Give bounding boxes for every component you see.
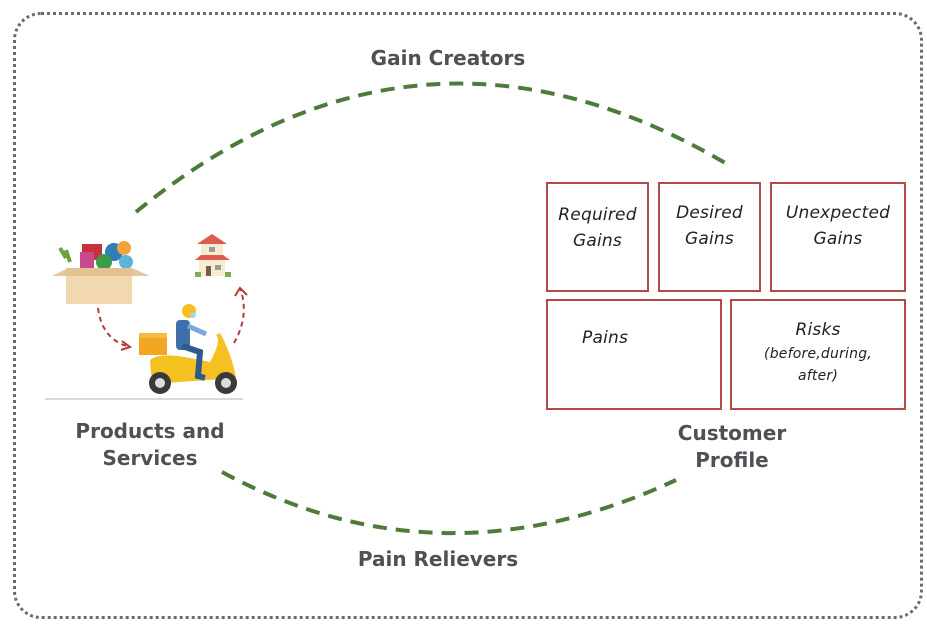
arrow-to-scooter: [97, 307, 131, 348]
box-text: Gains: [813, 229, 863, 249]
risks-box: Risks (before,during, after): [730, 299, 906, 410]
box-text: Pains: [582, 328, 629, 348]
arrowhead-icon: [120, 340, 133, 351]
customer-label-line1: Customer: [677, 421, 787, 445]
arrow-to-house: [233, 287, 245, 344]
pains-box: Pains: [546, 299, 722, 410]
box-text: Gains: [685, 229, 734, 249]
gain-creators-label: Gain Creators: [370, 46, 526, 70]
required-gains-box: Required Gains: [546, 182, 649, 292]
desired-gains-box: Desired Gains: [658, 182, 761, 292]
pain-relievers-arc: [221, 470, 677, 536]
products-label-line2: Services: [102, 446, 198, 470]
box-text: Desired: [676, 203, 743, 223]
products-and-services-label: Products and Services: [50, 418, 250, 472]
customer-profile-label: Customer Profile: [632, 420, 832, 474]
diagram-frame: [13, 12, 923, 619]
box-text: Required: [558, 205, 637, 225]
customer-label-line2: Profile: [695, 448, 769, 472]
box-text: Risks: [795, 320, 841, 340]
gain-creators-arc: [134, 81, 734, 214]
box-text: after): [797, 368, 839, 384]
unexpected-gains-box: Unexpected Gains: [770, 182, 906, 292]
box-of-goods-icon: [52, 241, 150, 304]
house-icon: [195, 234, 231, 277]
box-text: (before,during,: [764, 346, 872, 362]
products-label-line1: Products and: [75, 419, 225, 443]
delivery-scooter-icon: [45, 304, 243, 400]
box-text: Gains: [573, 231, 622, 251]
pain-relievers-label: Pain Relievers: [357, 547, 519, 571]
box-text: Unexpected: [785, 203, 891, 223]
arrowhead-icon: [234, 286, 248, 297]
